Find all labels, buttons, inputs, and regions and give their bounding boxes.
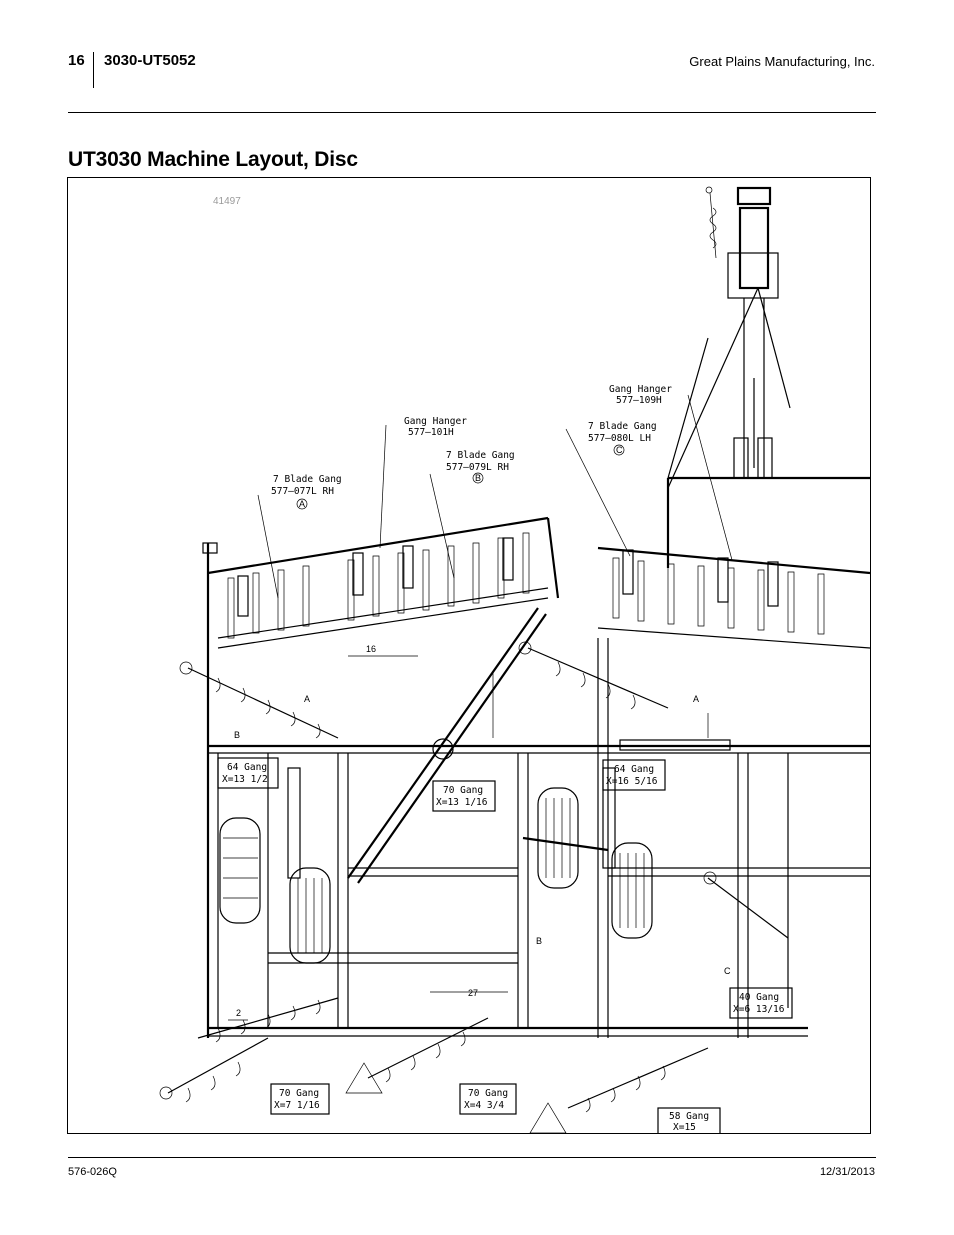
svg-text:64 Gang: 64 Gang <box>614 764 654 775</box>
svg-text:7 Blade Gang: 7 Blade Gang <box>446 450 515 461</box>
svg-text:C: C <box>616 445 623 455</box>
svg-text:70 Gang: 70 Gang <box>279 1088 319 1099</box>
page-title: UT3030 Machine Layout, Disc <box>68 148 358 171</box>
machine-layout-drawing: Gang Hanger 577–101H 7 Blade Gang 577–07… <box>159 186 870 1133</box>
svg-text:577–079L RH: 577–079L RH <box>446 462 509 473</box>
svg-text:577–101H: 577–101H <box>408 427 454 438</box>
label-a-right: A <box>693 694 699 704</box>
svg-text:70 Gang: 70 Gang <box>468 1088 508 1099</box>
header-rule <box>68 112 876 113</box>
callout-blade-gang-077l: 7 Blade Gang 577–077L RH A <box>271 474 342 510</box>
header-divider <box>93 52 94 88</box>
box-64-gang-left: 64 Gang X=13 1/2 <box>217 757 279 789</box>
callout-gang-hanger-101h: Gang Hanger 577–101H <box>404 416 467 438</box>
box-70-gang-center: 70 Gang X=13 1/16 <box>432 780 496 812</box>
label-b: B <box>234 730 240 740</box>
callout-blade-gang-079l: 7 Blade Gang 577–079L RH B <box>446 450 515 484</box>
svg-text:X=16 5/16: X=16 5/16 <box>606 776 658 787</box>
box-58-gang: 58 Gang X=15 <box>657 1107 721 1133</box>
page-number: 16 <box>68 52 85 69</box>
dimension-lines <box>228 655 709 1021</box>
svg-text:40 Gang: 40 Gang <box>739 992 779 1003</box>
label-a: A <box>304 694 310 704</box>
label-c: C <box>724 966 731 976</box>
tine-rows <box>159 641 789 1133</box>
svg-text:577–080L LH: 577–080L LH <box>588 433 651 444</box>
svg-text:70 Gang: 70 Gang <box>443 785 483 796</box>
label-b-lower: B <box>536 936 542 946</box>
box-70-gang-bottom-left: 70 Gang X=7 1/16 <box>270 1083 330 1115</box>
dim-2: 2 <box>236 1008 241 1018</box>
leader-lines <box>257 394 733 599</box>
transport-wheels <box>219 739 731 964</box>
figure-frame <box>67 177 871 1134</box>
svg-text:B: B <box>475 473 481 483</box>
dim-16: 16 <box>366 644 376 654</box>
svg-text:577–109H: 577–109H <box>616 395 662 406</box>
svg-text:X=7 1/16: X=7 1/16 <box>274 1100 320 1111</box>
main-frame <box>208 607 870 1038</box>
disc-gang-frame <box>202 476 870 1038</box>
svg-text:64 Gang: 64 Gang <box>227 762 267 773</box>
svg-text:X=13 1/16: X=13 1/16 <box>436 797 488 808</box>
svg-text:A: A <box>299 499 305 509</box>
footer-date: 12/31/2013 <box>819 1166 875 1178</box>
figure-id: 41497 <box>213 196 241 207</box>
svg-text:X=15: X=15 <box>673 1122 696 1133</box>
svg-text:X=13 1/2: X=13 1/2 <box>222 774 268 785</box>
box-64-gang-right: 64 Gang X=16 5/16 <box>602 759 666 791</box>
document-code: 3030-UT5052 <box>104 52 196 69</box>
box-70-gang-bottom-middle: 70 Gang X=4 3/4 <box>459 1083 517 1115</box>
callout-blade-gang-080l: 7 Blade Gang 577–080L LH C <box>588 421 657 456</box>
company-name: Great Plains Manufacturing, Inc. <box>689 54 875 69</box>
callout-gang-hanger-109h: Gang Hanger 577–109H <box>609 384 672 406</box>
footer-rule <box>68 1157 876 1158</box>
box-40-gang: 40 Gang X=6 13/16 <box>729 987 793 1019</box>
footer-part-number: 576-026Q <box>68 1166 117 1178</box>
svg-text:7 Blade Gang: 7 Blade Gang <box>588 421 657 432</box>
svg-text:Gang Hanger: Gang Hanger <box>404 416 467 427</box>
svg-text:Gang Hanger: Gang Hanger <box>609 384 672 395</box>
hitch-tongue <box>667 186 791 489</box>
svg-text:7 Blade Gang: 7 Blade Gang <box>273 474 342 485</box>
svg-text:58 Gang: 58 Gang <box>669 1111 709 1122</box>
svg-text:X=4 3/4: X=4 3/4 <box>464 1100 504 1111</box>
dim-27: 27 <box>468 988 478 998</box>
svg-text:577–077L RH: 577–077L RH <box>271 486 334 497</box>
svg-text:X=6 13/16: X=6 13/16 <box>733 1004 785 1015</box>
